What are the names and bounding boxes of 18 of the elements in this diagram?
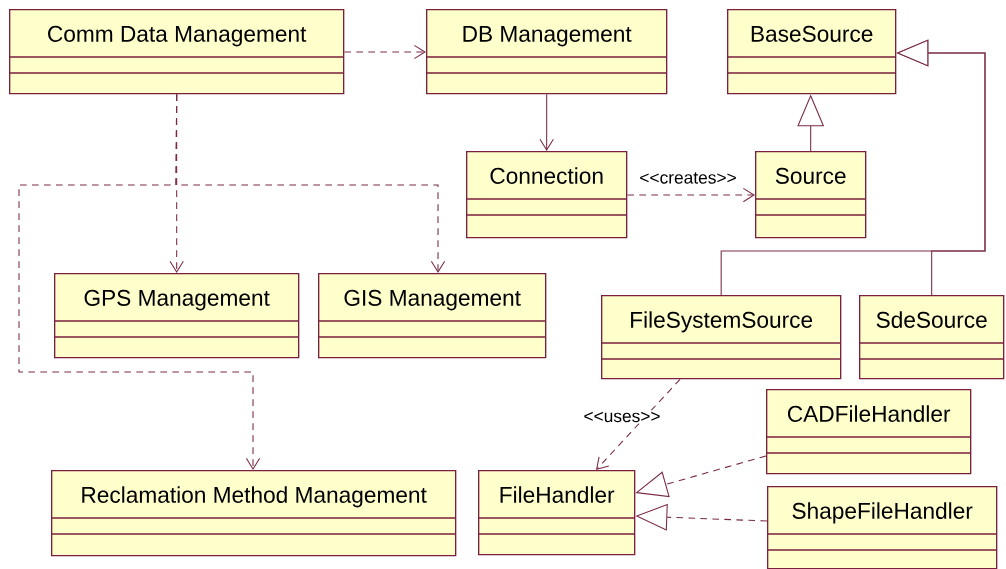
- arrow: [343, 44, 426, 60]
- arrow: [18, 93, 261, 470]
- class-box: ShapeFileHandler: [766, 486, 998, 569]
- class-box: FileSystemSource: [600, 295, 842, 380]
- class-box: Comm Data Management: [8, 9, 345, 95]
- arrow: [626, 187, 755, 203]
- class-box: GIS Management: [317, 273, 547, 359]
- arrow: [596, 378, 681, 470]
- class-box: DB Management: [425, 9, 668, 95]
- class-box: Connection: [465, 151, 628, 239]
- class-box: SdeSource: [858, 295, 1005, 380]
- class-box: Reclamation Method Management: [50, 470, 457, 557]
- class-box: GPS Management: [53, 273, 300, 359]
- class-box: Source: [754, 151, 867, 239]
- class-box: FileHandler: [477, 470, 636, 556]
- arrow: [539, 93, 554, 151]
- class-box: BaseSource: [726, 9, 897, 95]
- class-box: CADFileHandler: [765, 389, 972, 475]
